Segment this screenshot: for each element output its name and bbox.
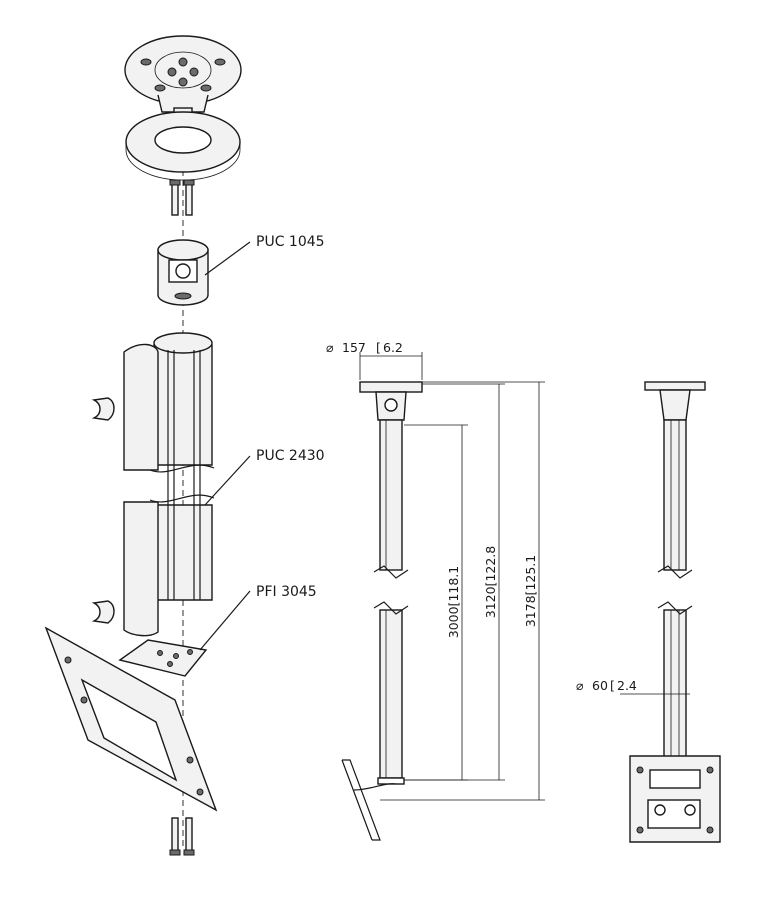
top-screws bbox=[169, 179, 195, 216]
svg-text:3120[122.8: 3120[122.8 bbox=[483, 546, 498, 619]
plate-diameter-inch: 6.2 bbox=[383, 340, 403, 355]
bottom-screws bbox=[169, 817, 195, 856]
svg-text:3000[118.1: 3000[118.1 bbox=[446, 566, 461, 639]
plate-diameter-bracket-open: [ bbox=[376, 340, 381, 355]
svg-text:3178[125.1: 3178[125.1 bbox=[523, 555, 538, 628]
pfi3045-interface bbox=[44, 626, 218, 812]
tube-diameter-bracket-open: [ bbox=[610, 678, 615, 693]
part-label-pfi3045: PFI 3045 bbox=[256, 584, 317, 600]
pfi3045-leader bbox=[199, 590, 251, 651]
plate-diameter-symbol: ⌀ bbox=[326, 340, 334, 355]
front-elevation: ⌀ 157 [ 6.2 3000[118.1 3120[122.8 3178[1… bbox=[326, 340, 545, 841]
height-label-3120: 3120[122.8 bbox=[483, 546, 498, 619]
cover-ring bbox=[125, 111, 241, 181]
exploded-view: PUC 1045 PUC 2430 PFI 3045 bbox=[44, 35, 325, 856]
ceiling-plate bbox=[124, 35, 242, 125]
side-elevation: ⌀ 60 [ 2.4 bbox=[576, 381, 721, 843]
puc2430-tube bbox=[91, 332, 215, 637]
height-label-3178: 3178[125.1 bbox=[523, 555, 538, 628]
puc1045-leader bbox=[204, 241, 251, 276]
puc1045-adapter bbox=[157, 239, 209, 306]
tube-diameter-inch: 2.4 bbox=[617, 678, 637, 693]
puc2430-leader bbox=[204, 455, 251, 506]
tube-diameter-symbol: ⌀ bbox=[576, 678, 584, 693]
height-label-3000: 3000[118.1 bbox=[446, 566, 461, 639]
plate-diameter-value: 157 bbox=[342, 340, 366, 355]
part-label-puc2430: PUC 2430 bbox=[256, 448, 325, 464]
height-dimension-lines bbox=[380, 381, 545, 801]
part-label-puc1045: PUC 1045 bbox=[256, 234, 325, 250]
tube-diameter-value: 60 bbox=[592, 678, 608, 693]
